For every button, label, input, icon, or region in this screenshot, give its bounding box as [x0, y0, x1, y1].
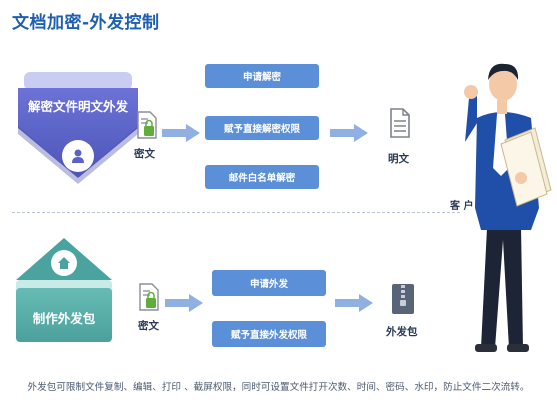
- arrow-right-icon: [162, 124, 200, 142]
- section-divider: [12, 212, 460, 213]
- user-icon: [72, 149, 84, 163]
- top-panel-shape: [18, 72, 138, 184]
- arrow-right-icon: [330, 124, 368, 142]
- apply-decrypt-button[interactable]: 申请解密: [205, 64, 319, 88]
- arrow-right-icon: [335, 294, 373, 312]
- customer-figure: [464, 63, 552, 352]
- footer-description: 外发包可限制文件复制、编辑、打印 、截屏权限，同时可设置文件打开次数、时间、密码…: [27, 382, 530, 393]
- customer-label: 客 户: [450, 201, 474, 212]
- bottom-source-label: 密文: [138, 320, 159, 332]
- grant-outbound-permission-button[interactable]: 赋予直接外发权限: [212, 321, 326, 347]
- bottom-panel-container: 制作外发包: [12, 226, 116, 348]
- top-panel-label: 解密文件明文外发: [27, 99, 128, 114]
- zip-package-icon: [392, 284, 414, 314]
- bottom-result-label: 外发包: [386, 326, 418, 338]
- email-whitelist-decrypt-button[interactable]: 邮件白名单解密: [205, 165, 319, 189]
- top-source-label: 密文: [134, 148, 155, 160]
- top-panel-container: 解密文件明文外发: [14, 70, 142, 196]
- top-result-label: 明文: [388, 153, 409, 165]
- apply-outbound-button[interactable]: 申请外发: [212, 270, 326, 296]
- arrow-right-icon: [165, 294, 203, 312]
- encrypted-document-icon: [137, 111, 157, 139]
- bottom-panel-shape: [16, 238, 112, 342]
- encrypted-document-icon: [139, 283, 159, 311]
- grant-decrypt-permission-button[interactable]: 赋予直接解密权限: [205, 116, 319, 140]
- bottom-panel-label: 制作外发包: [32, 311, 96, 326]
- plain-document-icon: [390, 108, 410, 138]
- page-title: 文档加密-外发控制: [12, 13, 160, 33]
- home-icon: [58, 257, 70, 269]
